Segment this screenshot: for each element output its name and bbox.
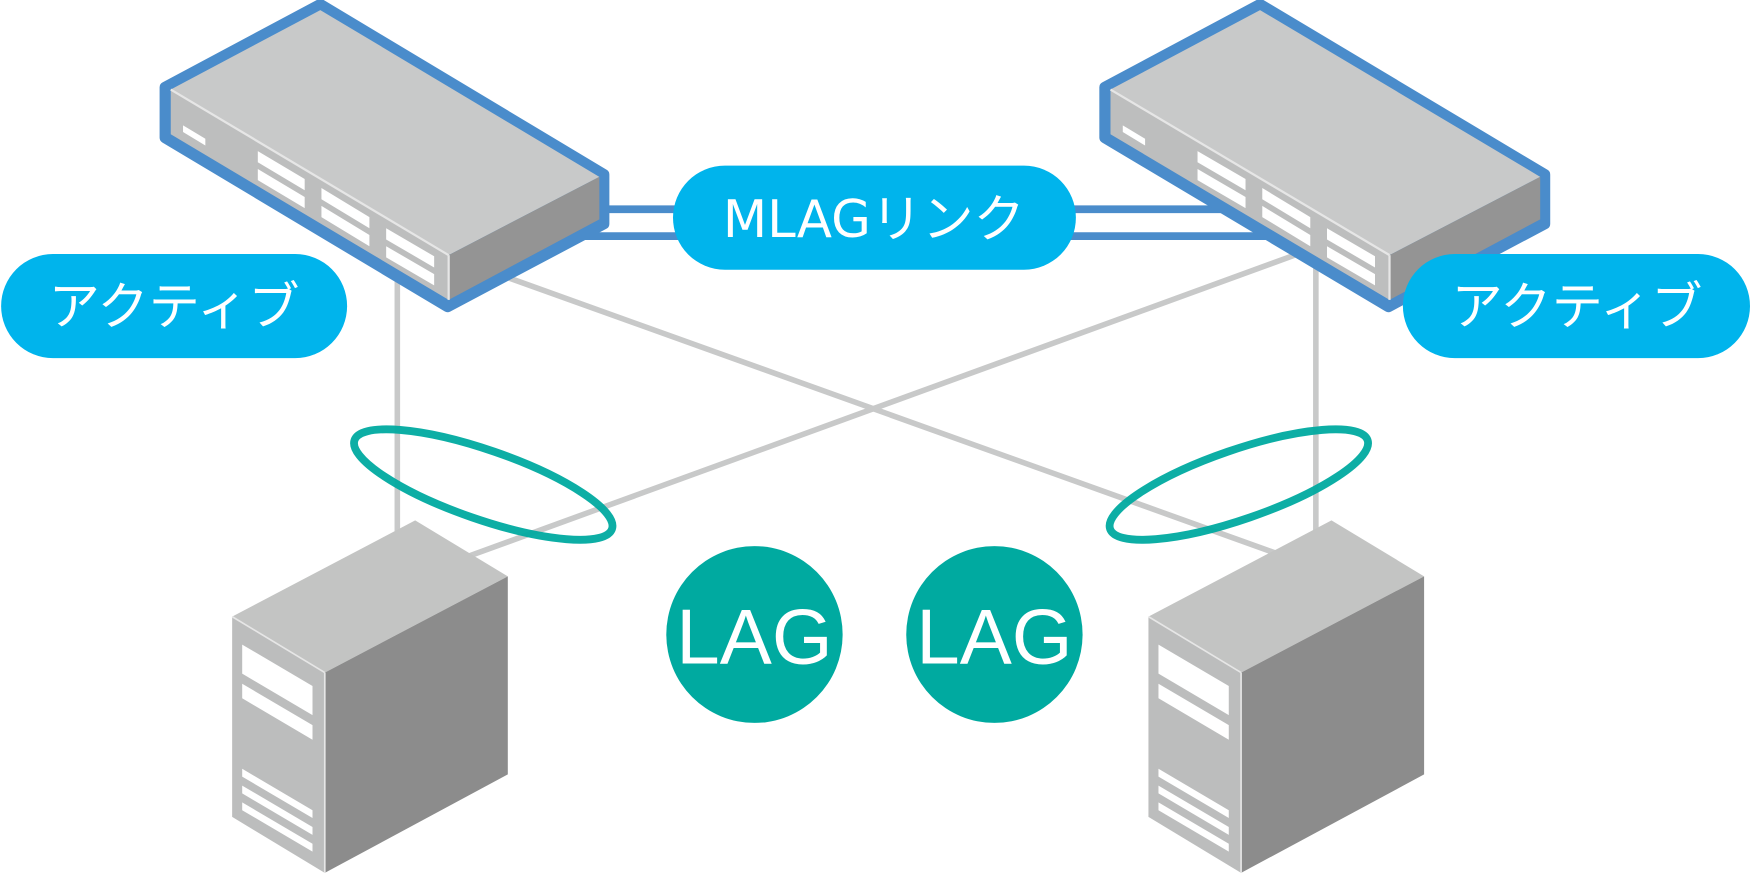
lag-text-right: LAG	[916, 593, 1072, 681]
mlag-link-pill	[672, 165, 1076, 270]
lag-ring-right	[1105, 425, 1372, 544]
server-right-top	[1148, 520, 1425, 673]
lag-ring-left	[350, 425, 617, 544]
switch-left-top	[170, 10, 600, 256]
switch-right-top	[1110, 10, 1541, 256]
cable-left-switch-to-right-server	[506, 274, 1279, 557]
switch-left-ports	[183, 125, 435, 286]
status-pill-right	[1402, 254, 1750, 359]
server-left-bays	[242, 644, 313, 852]
switch-left-status: アクティブ	[1, 254, 348, 359]
lag-circle-right	[906, 546, 1083, 723]
status-pill-left	[1, 254, 348, 359]
lag-circle-left	[666, 546, 843, 723]
lag-badge-left: LAG	[666, 546, 843, 723]
server-right-bays	[1158, 644, 1229, 852]
server-left[interactable]	[231, 520, 508, 873]
status-text-right: アクティブ	[1452, 277, 1703, 337]
server-left-top	[232, 520, 508, 673]
status-text-left: アクティブ	[49, 277, 300, 337]
switch-right-front	[1110, 89, 1390, 300]
switch-right-ports	[1122, 125, 1375, 286]
switch-right-status: アクティブ	[1402, 254, 1750, 359]
cables	[394, 252, 1319, 559]
lag-text-left: LAG	[676, 593, 832, 681]
server-right[interactable]	[1148, 520, 1425, 873]
mlag-link-text: MLAGリンク	[723, 190, 1025, 250]
mlag-link-label: MLAGリンク	[672, 165, 1076, 270]
switch-left[interactable]	[159, 0, 610, 313]
switch-left-side	[448, 176, 600, 300]
server-left-side	[324, 576, 508, 873]
cable-right-switch-to-left-server	[467, 252, 1296, 559]
switch-left-front	[170, 89, 449, 300]
server-right-side	[1241, 576, 1425, 873]
lag-badge-right: LAG	[906, 546, 1083, 723]
